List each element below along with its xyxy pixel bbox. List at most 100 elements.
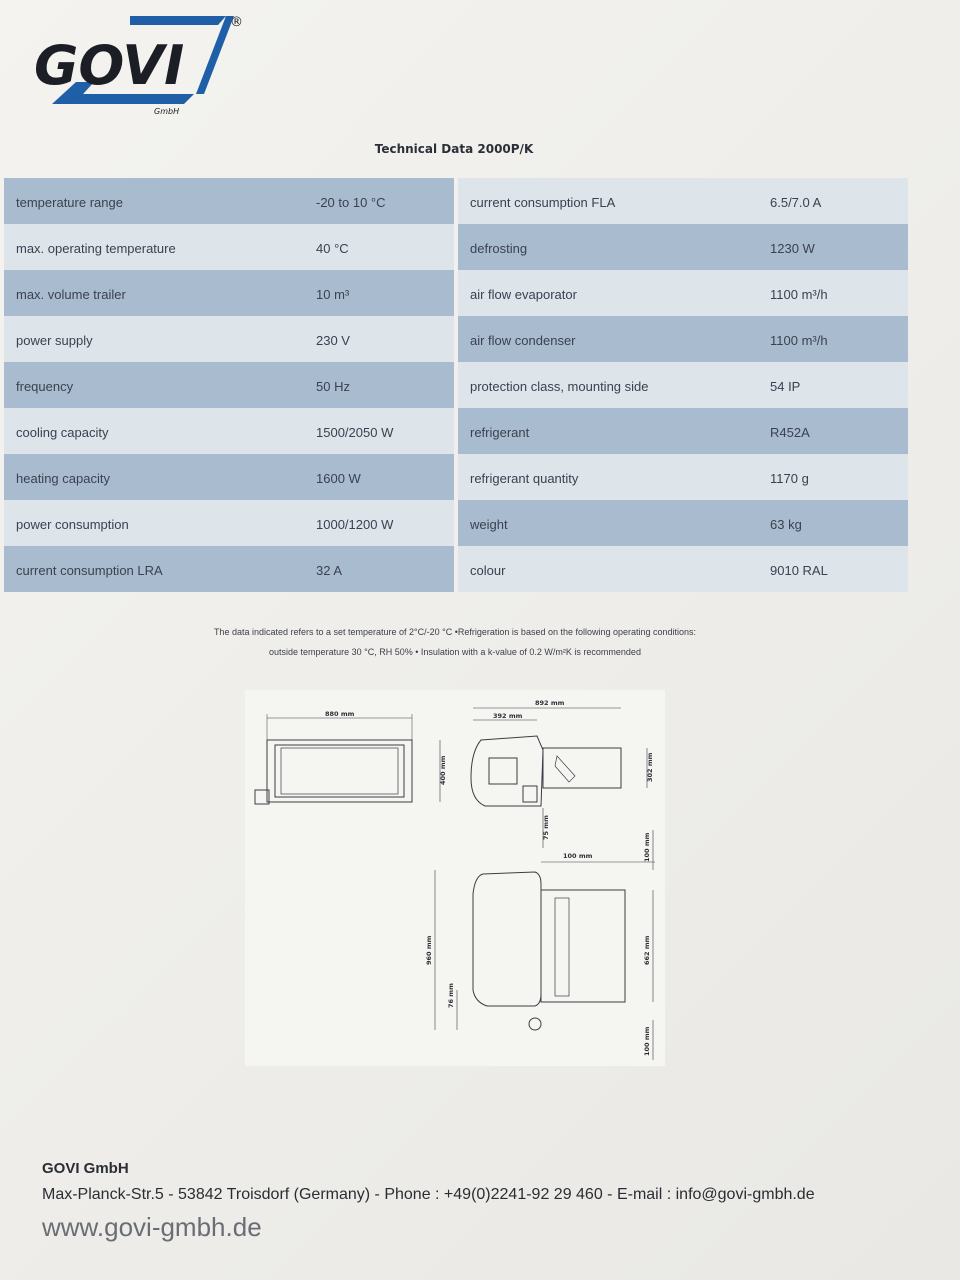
spec-row: heating capacity 1600 W refrigerant quant…	[4, 454, 908, 500]
drawing-background	[245, 690, 665, 1066]
footer-address: Max-Planck-Str.5 - 53842 Troisdorf (Germ…	[42, 1186, 815, 1203]
spec-value: 50 Hz	[316, 379, 350, 394]
side-detail	[554, 755, 576, 783]
spec-cell: max. operating temperature 40 °C	[4, 224, 454, 270]
front-outline	[266, 739, 413, 803]
spec-cell: defrosting 1230 W	[458, 224, 908, 270]
logo-wordmark: GOVI	[34, 34, 184, 97]
dim-side-height: 302 mm	[646, 752, 654, 782]
spec-row: power supply 230 V air flow condenser 1100…	[4, 316, 908, 362]
spec-cell: air flow evaporator 1100 m³/h	[458, 270, 908, 316]
dim-bottom-76: 76 mm	[447, 983, 455, 1008]
footer-website-link[interactable]: www.govi-gmbh.de	[42, 1212, 262, 1242]
spec-cell: protection class, mounting side 54 IP	[458, 362, 908, 408]
spec-label: air flow condenser	[470, 333, 576, 348]
logo-swoosh-left	[52, 82, 94, 104]
logo-gmbh: GmbH	[154, 107, 179, 116]
spec-value: -20 to 10 °C	[316, 195, 386, 210]
spec-label: power consumption	[16, 517, 129, 532]
spec-value: 1100 m³/h	[770, 333, 828, 348]
spec-value: 1000/1200 W	[316, 517, 394, 532]
logo-swoosh-top	[130, 16, 226, 25]
spec-cell: power supply 230 V	[4, 316, 454, 362]
spec-label: defrosting	[470, 241, 528, 256]
side-evaporator	[542, 747, 622, 789]
spec-label: heating capacity	[16, 471, 110, 486]
side-housing	[470, 735, 544, 807]
spec-value: 230 V	[316, 333, 350, 348]
dim-depth: 960 mm	[425, 935, 433, 965]
bottom-wheel	[528, 1017, 542, 1031]
spec-label: refrigerant quantity	[470, 471, 579, 486]
spec-cell: temperature range -20 to 10 °C	[4, 178, 454, 224]
spec-cell: colour 9010 RAL	[458, 546, 908, 592]
spec-row: cooling capacity 1500/2050 W refrigerant R…	[4, 408, 908, 454]
spec-value: R452A	[770, 425, 810, 440]
spec-value: 32 A	[316, 563, 343, 578]
spec-value: 10 m³	[316, 287, 350, 302]
side-component	[522, 785, 538, 803]
dim-side-part: 392 mm	[493, 712, 523, 720]
side-compressor	[488, 757, 518, 785]
spec-label: colour	[470, 563, 506, 578]
govi-logo: GOVI ® GmbH	[34, 15, 243, 116]
spec-cell: refrigerant R452A	[458, 408, 908, 454]
spec-cell: refrigerant quantity 1170 g	[458, 454, 908, 500]
front-foot	[254, 789, 270, 805]
dim-top: 100 mm	[643, 832, 651, 862]
spec-value: 1230 W	[770, 241, 815, 256]
spec-cell: frequency 50 Hz	[4, 362, 454, 408]
spec-label: weight	[470, 517, 508, 532]
spec-row: max. operating temperature 40 °C defrosti…	[4, 224, 908, 270]
spec-cell: current consumption FLA 6.5/7.0 A	[458, 178, 908, 224]
spec-cell: current consumption LRA 32 A	[4, 546, 454, 592]
conditions-note-line1: The data indicated refers to a set tempe…	[213, 627, 697, 637]
spec-value: 6.5/7.0 A	[770, 195, 822, 210]
front-grille	[280, 747, 399, 795]
bottom-evaporator	[540, 889, 626, 1003]
document-title: Technical Data 2000P/K	[374, 142, 534, 156]
footer-company: GOVI GmbH	[42, 1160, 129, 1177]
spec-label: cooling capacity	[16, 425, 109, 440]
spec-label: current consumption LRA	[16, 563, 163, 578]
spec-value: 9010 RAL	[770, 563, 828, 578]
spec-value: 1100 m³/h	[770, 287, 828, 302]
dim-offset: 100 mm	[563, 852, 593, 860]
spec-cell: air flow condenser 1100 m³/h	[458, 316, 908, 362]
spec-label: protection class, mounting side	[470, 379, 649, 394]
spec-label: air flow evaporator	[470, 287, 577, 302]
spec-cell: cooling capacity 1500/2050 W	[4, 408, 454, 454]
bottom-housing	[472, 871, 542, 1007]
conditions-note-line2: outside temperature 30 °C, RH 50% • Insu…	[269, 647, 641, 657]
spec-cell: heating capacity 1600 W	[4, 454, 454, 500]
spec-value: 40 °C	[316, 241, 349, 256]
technical-drawing: 880 mm 400 mm 892 mm 392 mm 302 mm 75 mm…	[245, 690, 665, 1066]
bottom-view	[434, 830, 655, 1060]
dim-bottom-100: 100 mm	[643, 1026, 651, 1056]
spec-label: frequency	[16, 379, 74, 394]
spec-value: 1500/2050 W	[316, 425, 394, 440]
logo-registered: ®	[230, 15, 243, 30]
dim-front-height: 400 mm	[439, 755, 447, 785]
spec-row: frequency 50 Hz protection class, mountin…	[4, 362, 908, 408]
spec-label: temperature range	[16, 195, 123, 210]
dim-inner: 662 mm	[643, 935, 651, 965]
spec-row: temperature range -20 to 10 °C current co…	[4, 178, 908, 224]
spec-label: refrigerant	[470, 425, 530, 440]
dim-gap: 75 mm	[542, 815, 550, 840]
spec-value: 54 IP	[770, 379, 801, 394]
spec-value: 1170 g	[770, 471, 809, 486]
bottom-detail	[554, 897, 570, 997]
dim-front-width: 880 mm	[325, 710, 355, 718]
spec-label: current consumption FLA	[470, 195, 616, 210]
dim-side-total: 892 mm	[535, 699, 565, 707]
spec-label: max. operating temperature	[16, 241, 176, 256]
spec-value: 1600 W	[316, 471, 361, 486]
spec-row: current consumption LRA 32 A colour 9010 R…	[4, 546, 908, 592]
side-view	[470, 707, 648, 848]
spec-label: power supply	[16, 333, 93, 348]
